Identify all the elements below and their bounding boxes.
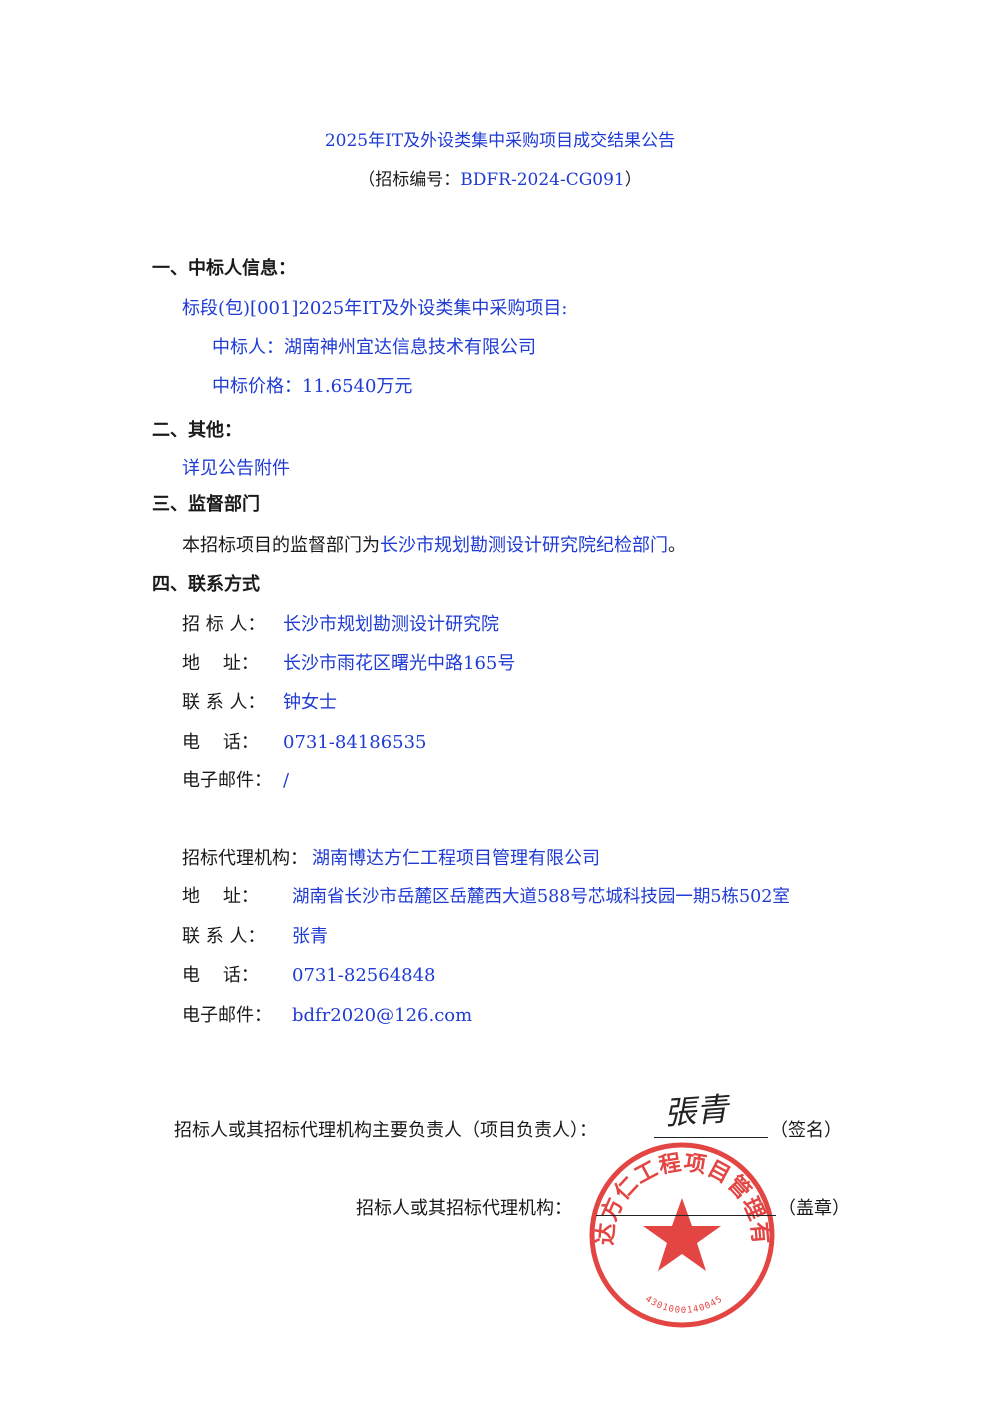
agent-email: bdfr2020@126.com xyxy=(292,1005,473,1026)
price-row: 中标价格：11.6540万元 xyxy=(212,372,412,398)
agent-contact: 张青 xyxy=(292,926,328,947)
section-2-heading: 二、其他： xyxy=(152,420,242,441)
supervision-suffix: 。 xyxy=(668,535,686,556)
tenderer-name-row: 招 标 人： 长沙市规划勘测设计研究院 xyxy=(182,610,499,636)
agent-phone-row: 电 话： 0731-82564848 xyxy=(182,961,436,987)
tender-number: （招标编号：BDFR-2024-CG091） xyxy=(0,165,1000,190)
agent-contact-row: 联 系 人： 张青 xyxy=(182,922,328,948)
tenderer-contact-row: 联 系 人： 钟女士 xyxy=(182,688,337,714)
tenderer-phone: 0731-84186535 xyxy=(283,732,427,753)
agent-email-row: 电子邮件： bdfr2020@126.com xyxy=(182,1001,472,1027)
other-text: 详见公告附件 xyxy=(182,458,290,479)
handwritten-signature: 張青 xyxy=(662,1089,730,1133)
tenderer-addr: 长沙市雨花区曙光中路165号 xyxy=(283,653,516,674)
tenderer-email-row: 电子邮件： / xyxy=(182,766,289,792)
winner-value: 湖南神州宜达信息技术有限公司 xyxy=(284,337,536,358)
tenderer-phone-label: 电 话： xyxy=(182,732,259,753)
agent-addr-label: 地 址： xyxy=(182,886,259,907)
seal-line xyxy=(596,1215,776,1216)
tenderer-name: 长沙市规划勘测设计研究院 xyxy=(283,614,499,635)
agent-addr-row: 地 址： 湖南省长沙市岳麓区岳麓西大道588号芯城科技园一期5栋502室 xyxy=(182,882,790,908)
agent-name-label: 招标代理机构： xyxy=(182,848,308,869)
lot-name: 标段(包)[001]2025年IT及外设类集中采购项目: xyxy=(182,298,568,319)
winner-label: 中标人： xyxy=(212,337,284,358)
winner-row: 中标人：湖南神州宜达信息技术有限公司 xyxy=(212,333,536,359)
tenderer-contact: 钟女士 xyxy=(283,692,337,713)
tender-number-prefix: （招标编号： xyxy=(358,170,461,190)
tenderer-email-label: 电子邮件： xyxy=(182,770,272,791)
tenderer-email: / xyxy=(283,770,290,791)
svg-text:4301000140045: 4301000140045 xyxy=(643,1294,725,1316)
price-value: 11.6540万元 xyxy=(302,376,413,397)
signature-suffix: （签名） xyxy=(770,1120,842,1141)
supervision-text: 本招标项目的监督部门为长沙市规划勘测设计研究院纪检部门。 xyxy=(182,531,686,557)
section-3-heading: 三、监督部门 xyxy=(152,494,260,515)
seal-number: 4301000140045 xyxy=(643,1294,724,1316)
tenderer-addr-row: 地 址： 长沙市雨花区曙光中路165号 xyxy=(182,649,515,675)
agent-email-label: 电子邮件： xyxy=(182,1005,272,1026)
agent-contact-label: 联 系 人： xyxy=(182,926,266,947)
seal-suffix: （盖章） xyxy=(778,1198,850,1219)
signature-label: 招标人或其招标代理机构主要负责人（项目负责人）： xyxy=(174,1120,597,1141)
agent-name-row: 招标代理机构：湖南博达方仁工程项目管理有限公司 xyxy=(182,844,600,870)
agent-phone-label: 电 话： xyxy=(182,965,259,986)
supervision-prefix: 本招标项目的监督部门为 xyxy=(182,535,380,556)
seal-label: 招标人或其招标代理机构： xyxy=(356,1198,572,1219)
signature-line xyxy=(654,1137,768,1138)
section-4-heading: 四、联系方式 xyxy=(152,574,260,595)
agent-addr: 湖南省长沙市岳麓区岳麓西大道588号芯城科技园一期5栋502室 xyxy=(292,887,790,907)
page-title: 2025年IT及外设类集中采购项目成交结果公告 xyxy=(324,131,676,151)
agent-name: 湖南博达方仁工程项目管理有限公司 xyxy=(312,848,600,869)
tenderer-contact-label: 联 系 人： xyxy=(182,692,266,713)
section-1-heading: 一、中标人信息： xyxy=(152,258,296,279)
price-label: 中标价格： xyxy=(212,376,302,397)
company-seal-icon: 湖南博达方仁工程项目管理有限公司 4301000140045 xyxy=(584,1140,775,1328)
tenderer-phone-row: 电 话： 0731-84186535 xyxy=(182,728,427,754)
tender-number-suffix: ） xyxy=(624,170,642,190)
supervision-dept: 长沙市规划勘测设计研究院纪检部门 xyxy=(380,535,668,556)
tenderer-name-label: 招 标 人： xyxy=(182,614,266,635)
tender-number-code: BDFR-2024-CG091 xyxy=(460,170,625,190)
tenderer-addr-label: 地 址： xyxy=(182,653,259,674)
agent-phone: 0731-82564848 xyxy=(292,965,436,986)
